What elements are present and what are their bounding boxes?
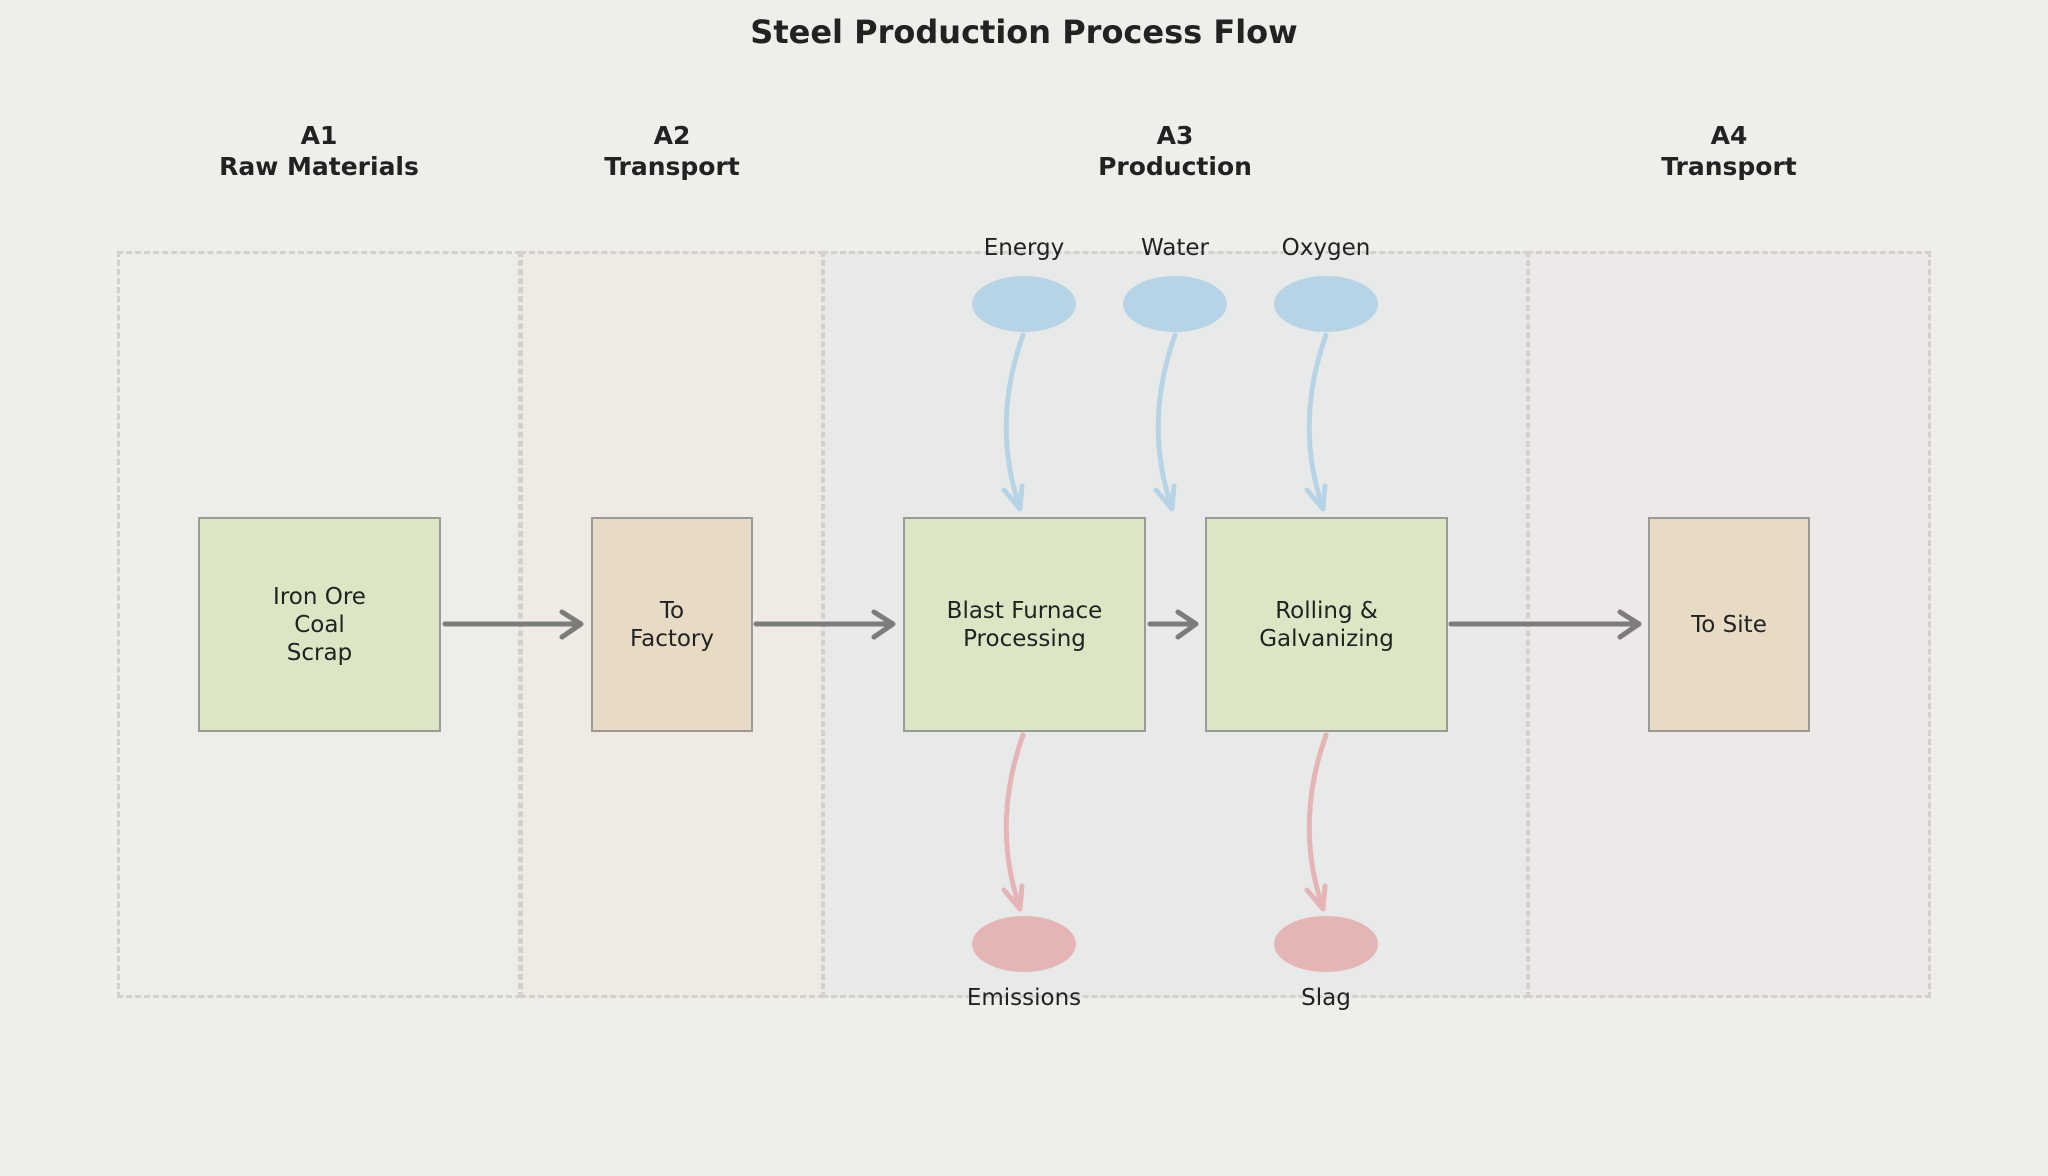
output-label-slag: Slag [1301, 985, 1351, 1011]
stage-name: Production [1098, 152, 1252, 181]
input-energy-node [972, 276, 1076, 332]
input-oxygen-node [1274, 276, 1378, 332]
process-box-rolling: Rolling & Galvanizing [1205, 517, 1448, 732]
process-box-label: Iron Ore Coal Scrap [273, 583, 366, 666]
process-box-to-site: To Site [1648, 517, 1810, 732]
process-box-blast-furnace: Blast Furnace Processing [903, 517, 1146, 732]
stage-code: A3 [1156, 121, 1194, 150]
stage-name: Transport [604, 152, 740, 181]
flow-arrow-transport-to-furnace [753, 609, 896, 640]
stage-name: Raw Materials [219, 152, 419, 181]
output-arrow-slag [1304, 732, 1329, 912]
output-label-emissions: Emissions [966, 985, 1082, 1011]
flow-arrow-raw-to-transport [442, 609, 584, 640]
stage-header-a3: A3 Production [995, 120, 1355, 182]
input-arrow-water [1153, 332, 1178, 512]
output-arrow-emissions [1001, 732, 1026, 912]
input-arrow-oxygen [1304, 332, 1329, 512]
input-water-node [1123, 276, 1227, 332]
flow-arrow-rolling-to-site [1448, 609, 1642, 640]
stage-code: A4 [1710, 121, 1748, 150]
stage-name: Transport [1661, 152, 1797, 181]
stage-code: A1 [300, 121, 338, 150]
flow-arrow-furnace-to-rolling [1147, 609, 1199, 640]
output-slag-node [1274, 916, 1378, 972]
stage-header-a1: A1 Raw Materials [139, 120, 499, 182]
output-emissions-node [972, 916, 1076, 972]
input-label-water: Water [1141, 235, 1209, 261]
stage-header-a2: A2 Transport [492, 120, 852, 182]
input-label-oxygen: Oxygen [1281, 235, 1371, 261]
process-box-label: Rolling & Galvanizing [1259, 597, 1394, 652]
input-label-energy: Energy [983, 235, 1065, 261]
main-flow-arrows [442, 609, 1642, 640]
process-box-label: Blast Furnace Processing [946, 597, 1103, 652]
stage-code: A2 [653, 121, 691, 150]
process-box-label: To Site [1691, 611, 1767, 638]
diagram-title: Steel Production Process Flow [750, 13, 1298, 51]
process-box-raw-materials: Iron Ore Coal Scrap [198, 517, 441, 732]
stage-header-a4: A4 Transport [1549, 120, 1909, 182]
input-arrows [1001, 332, 1329, 512]
input-arrow-energy [1001, 332, 1026, 512]
process-box-to-factory: To Factory [591, 517, 753, 732]
process-box-label: To Factory [629, 597, 714, 652]
output-arrows [1001, 732, 1329, 912]
